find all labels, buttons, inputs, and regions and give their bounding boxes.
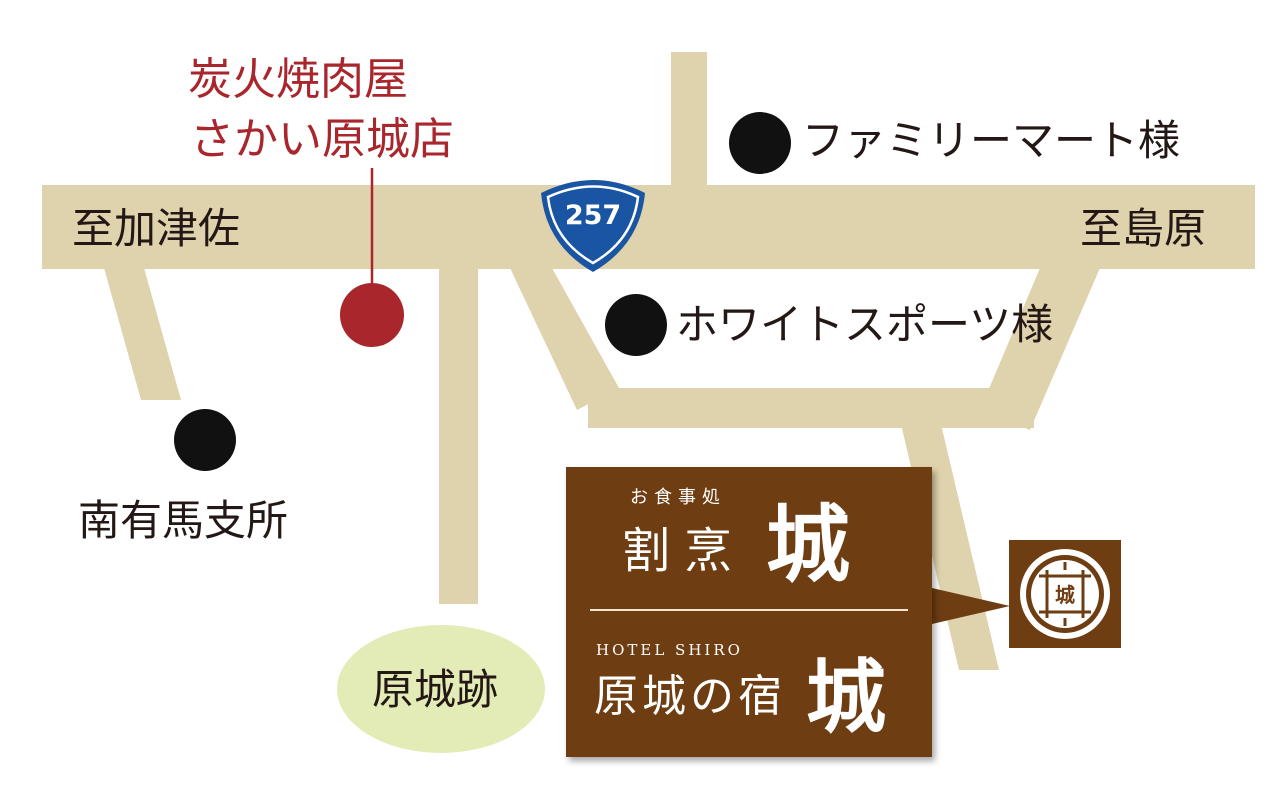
white-sports-label: ホワイトスポーツ様 bbox=[676, 300, 1054, 349]
card-top-small-text: お食事処 bbox=[630, 487, 726, 508]
west-diagonal-road bbox=[104, 268, 181, 400]
direction-east-label: 至島原 bbox=[1080, 204, 1207, 253]
card-top-big-glyph: 城 bbox=[766, 495, 851, 594]
ryokan-sign-card: お食事処 割烹 城 HOTEL SHIRO 原城の宿 城 bbox=[566, 467, 932, 757]
route-number-label: 257 bbox=[565, 200, 621, 231]
road-network bbox=[42, 52, 1255, 670]
family-mart-label: ファミリーマート様 bbox=[802, 116, 1181, 165]
family-mart-marker bbox=[729, 112, 791, 174]
card-bottom-big-glyph: 城 bbox=[806, 650, 886, 744]
southeast-diagonal-road bbox=[510, 268, 619, 410]
hotel-emblem: 城 bbox=[1009, 540, 1121, 648]
card-hotel-en-text: HOTEL SHIRO bbox=[596, 641, 743, 659]
white-sports-marker bbox=[605, 294, 667, 356]
emblem-crest-icon: 城 bbox=[1020, 549, 1110, 639]
hara-castle-park bbox=[337, 625, 545, 753]
emblem-center-glyph: 城 bbox=[1055, 583, 1075, 607]
loop-road bbox=[588, 388, 1034, 428]
route-257-shield: 257 bbox=[541, 180, 645, 272]
restaurant-name-line1: 炭火焼肉屋 bbox=[188, 54, 408, 105]
card-pointer bbox=[932, 588, 1010, 624]
main-road bbox=[42, 185, 1255, 269]
minami-arima-marker bbox=[174, 409, 236, 471]
north-road bbox=[671, 52, 707, 186]
restaurant-marker bbox=[340, 283, 404, 347]
minami-arima-label: 南有馬支所 bbox=[78, 496, 289, 545]
card-divider bbox=[590, 609, 908, 611]
card-bottom-main-text: 原城の宿 bbox=[594, 671, 786, 722]
restaurant-name-line2: さかい原城店 bbox=[190, 114, 454, 165]
castle-road bbox=[439, 268, 478, 604]
east-diagonal-road bbox=[980, 268, 1100, 430]
direction-west-label: 至加津佐 bbox=[72, 204, 241, 253]
hara-castle-label: 原城跡 bbox=[372, 665, 499, 714]
card-top-main-text: 割烹 bbox=[622, 523, 747, 579]
